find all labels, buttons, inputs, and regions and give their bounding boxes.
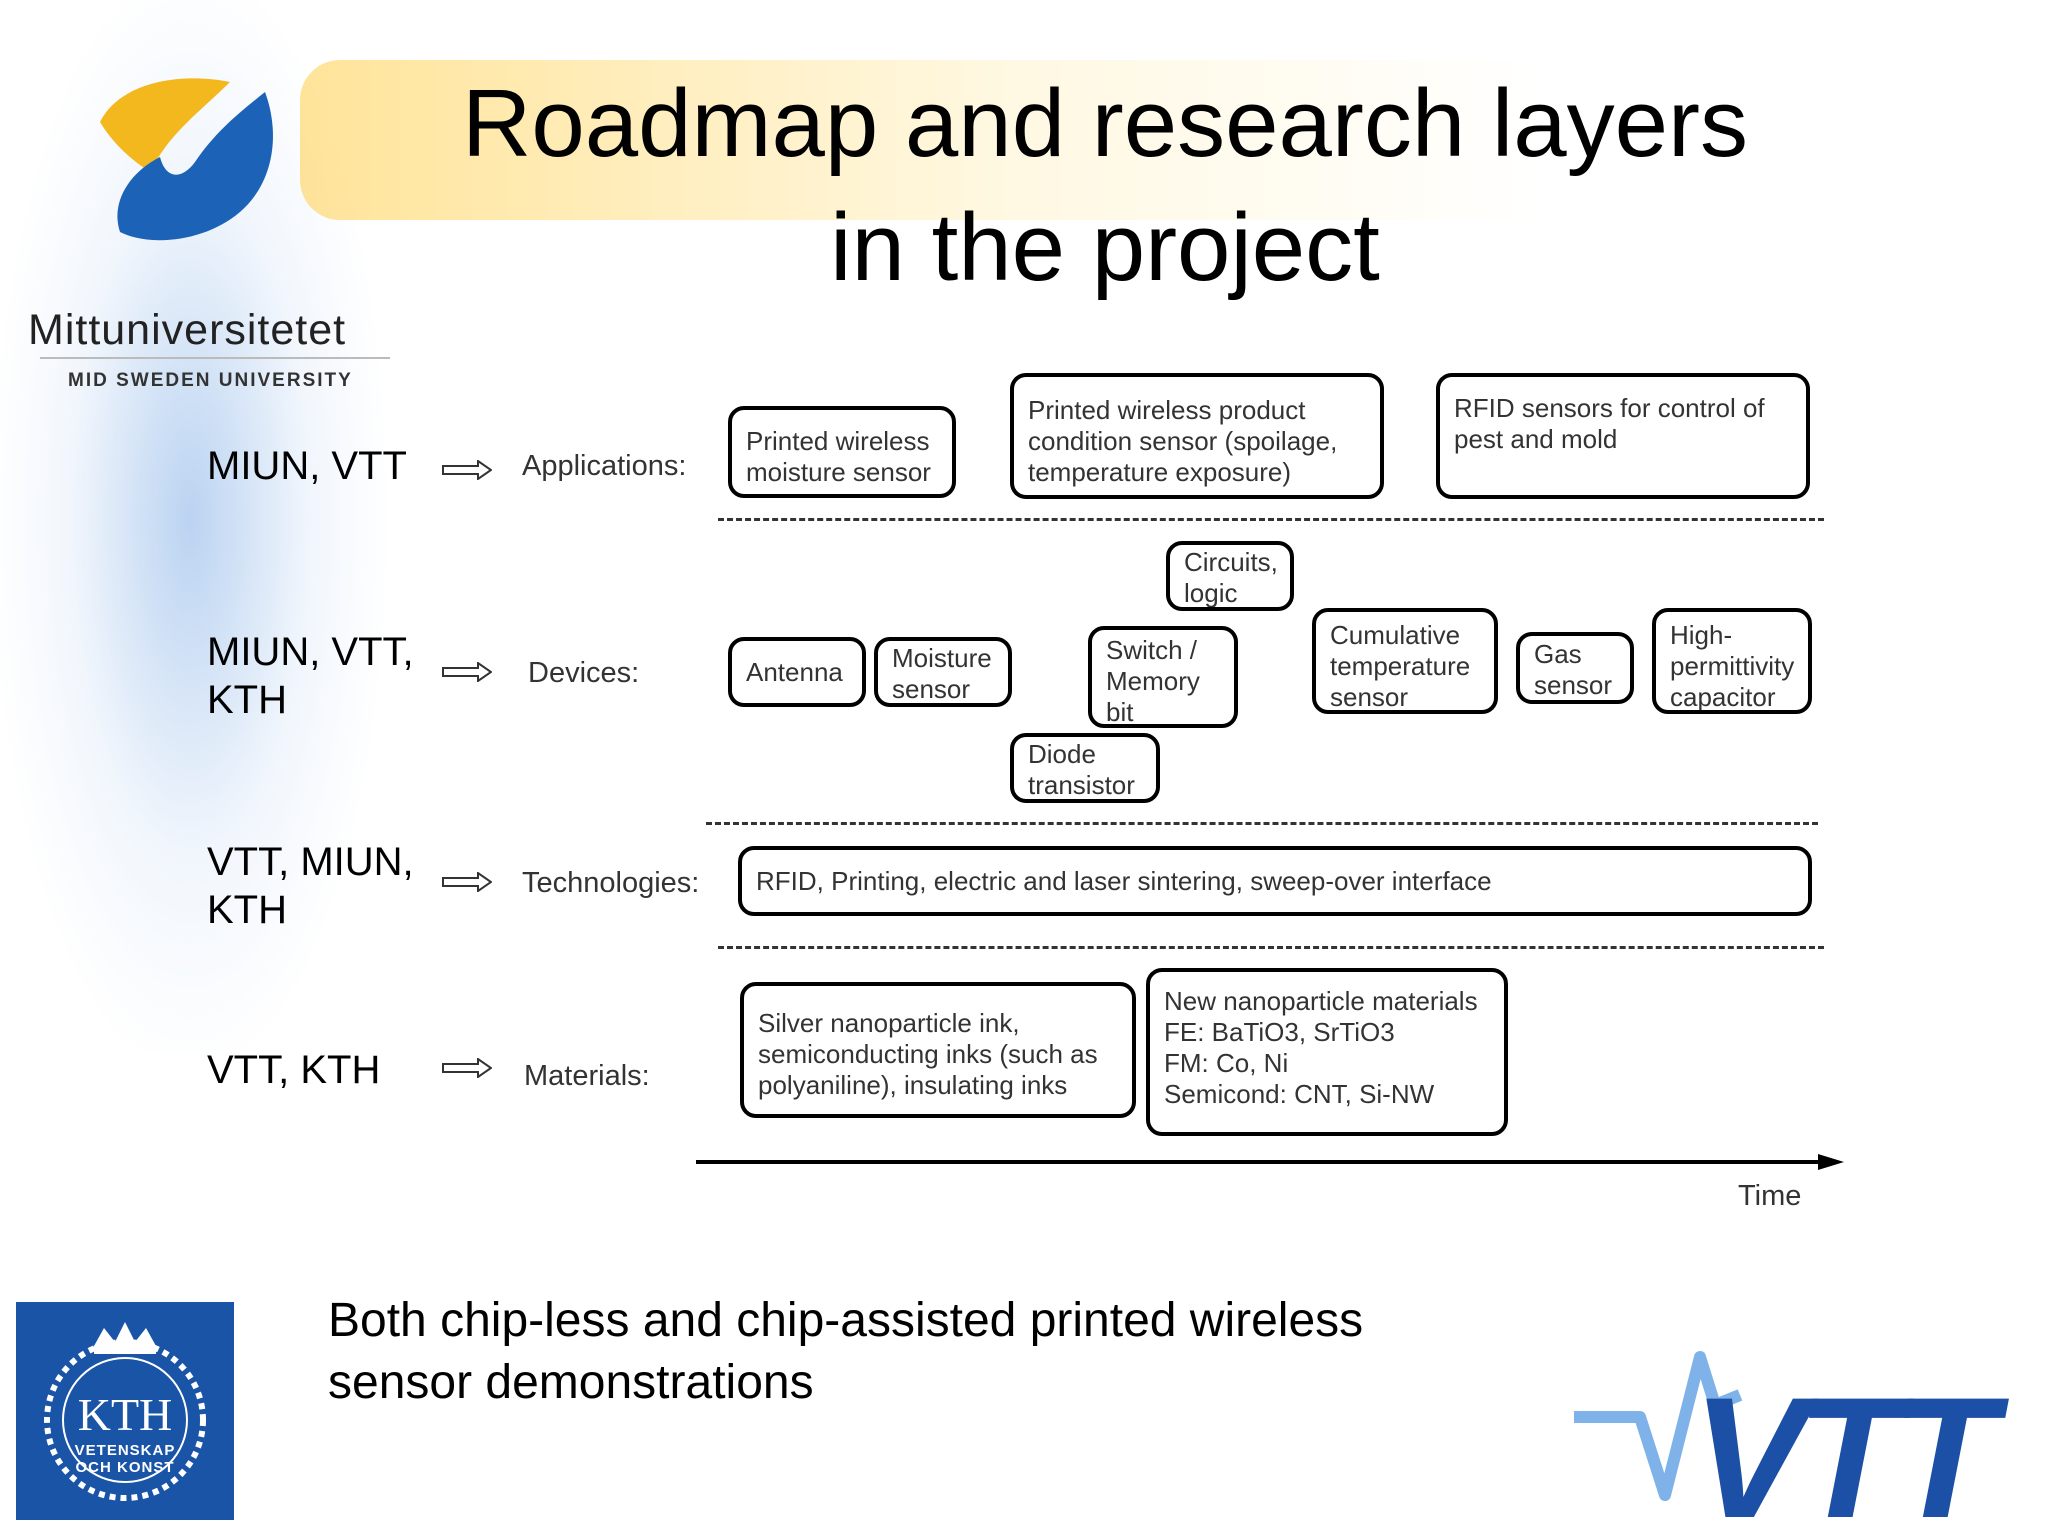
app-box-moisture-sensor: Printed wireless moisture sensor [728, 406, 956, 498]
app-box-rfid-sensors: RFID sensors for control of pest and mol… [1436, 373, 1810, 499]
materials-box-inks: Silver nanoparticle ink, semiconducting … [740, 982, 1136, 1118]
technologies-box: RFID, Printing, electric and laser sinte… [738, 846, 1812, 916]
device-box-high-permittivity-capacitor: High- permittivity capacitor [1652, 608, 1812, 714]
arrow-applications-icon [442, 460, 492, 480]
time-axis-label: Time [1738, 1180, 1802, 1212]
kth-logo: KTH VETENSKAP OCH KONST [16, 1302, 234, 1520]
slide-title: Roadmap and research layers in the proje… [300, 62, 1910, 310]
device-box-diode-transistor: Diode transistor [1010, 733, 1160, 803]
partners-devices: MIUN, VTT, KTH [207, 630, 414, 722]
device-box-moisture-sensor: Moisture sensor [874, 637, 1012, 707]
app-box-condition-sensor: Printed wireless product condition senso… [1010, 373, 1384, 499]
partners-technologies: VTT, MIUN, KTH [207, 840, 414, 932]
vtt-logo-icon: VTT [1574, 1351, 2020, 1525]
mid-sweden-name: Mittuniversitetet [28, 306, 347, 354]
title-glow [300, 60, 1860, 220]
kth-logo-motto: VETENSKAP OCH KONST [74, 1442, 176, 1476]
partners-applications: MIUN, VTT [207, 444, 407, 488]
materials-box-nanoparticle: New nanoparticle materials FE: BaTiO3, S… [1146, 968, 1508, 1136]
arrow-devices-icon [442, 662, 492, 682]
arrow-technologies-icon [442, 872, 492, 892]
layer-label-materials: Materials: [524, 1060, 650, 1092]
layer-label-technologies: Technologies: [522, 867, 700, 899]
layer-label-applications: Applications: [522, 450, 687, 482]
slide-title-line1: Roadmap and research layers [461, 70, 1748, 177]
arrow-materials-icon [442, 1058, 492, 1078]
kth-crest-icon [44, 1322, 206, 1501]
mid-sweden-logo-icon [100, 78, 273, 241]
slide-title-line2: in the project [830, 194, 1380, 301]
kth-logo-name: KTH [77, 1389, 173, 1440]
divider-technologies-materials [718, 946, 1824, 949]
time-axis-arrow-icon [696, 1154, 1844, 1170]
partners-materials: VTT, KTH [207, 1048, 381, 1092]
footer-text: Both chip-less and chip-assisted printed… [328, 1294, 1364, 1409]
device-box-gas-sensor: Gas sensor [1516, 632, 1634, 704]
device-box-antenna: Antenna [728, 637, 866, 707]
divider-devices-technologies [706, 822, 1818, 825]
layer-label-devices: Devices: [528, 657, 640, 689]
mid-sweden-subtitle: MID SWEDEN UNIVERSITY [68, 370, 353, 391]
device-box-switch-memory: Switch / Memory bit [1088, 626, 1238, 728]
device-box-circuits: Circuits, logic [1166, 541, 1294, 611]
device-box-cumulative-sensor: Cumulative temperature sensor [1312, 608, 1498, 714]
mid-sweden-rule [40, 357, 390, 359]
vtt-logo-text: VTT [1692, 1362, 2010, 1525]
divider-applications-devices [718, 518, 1824, 521]
